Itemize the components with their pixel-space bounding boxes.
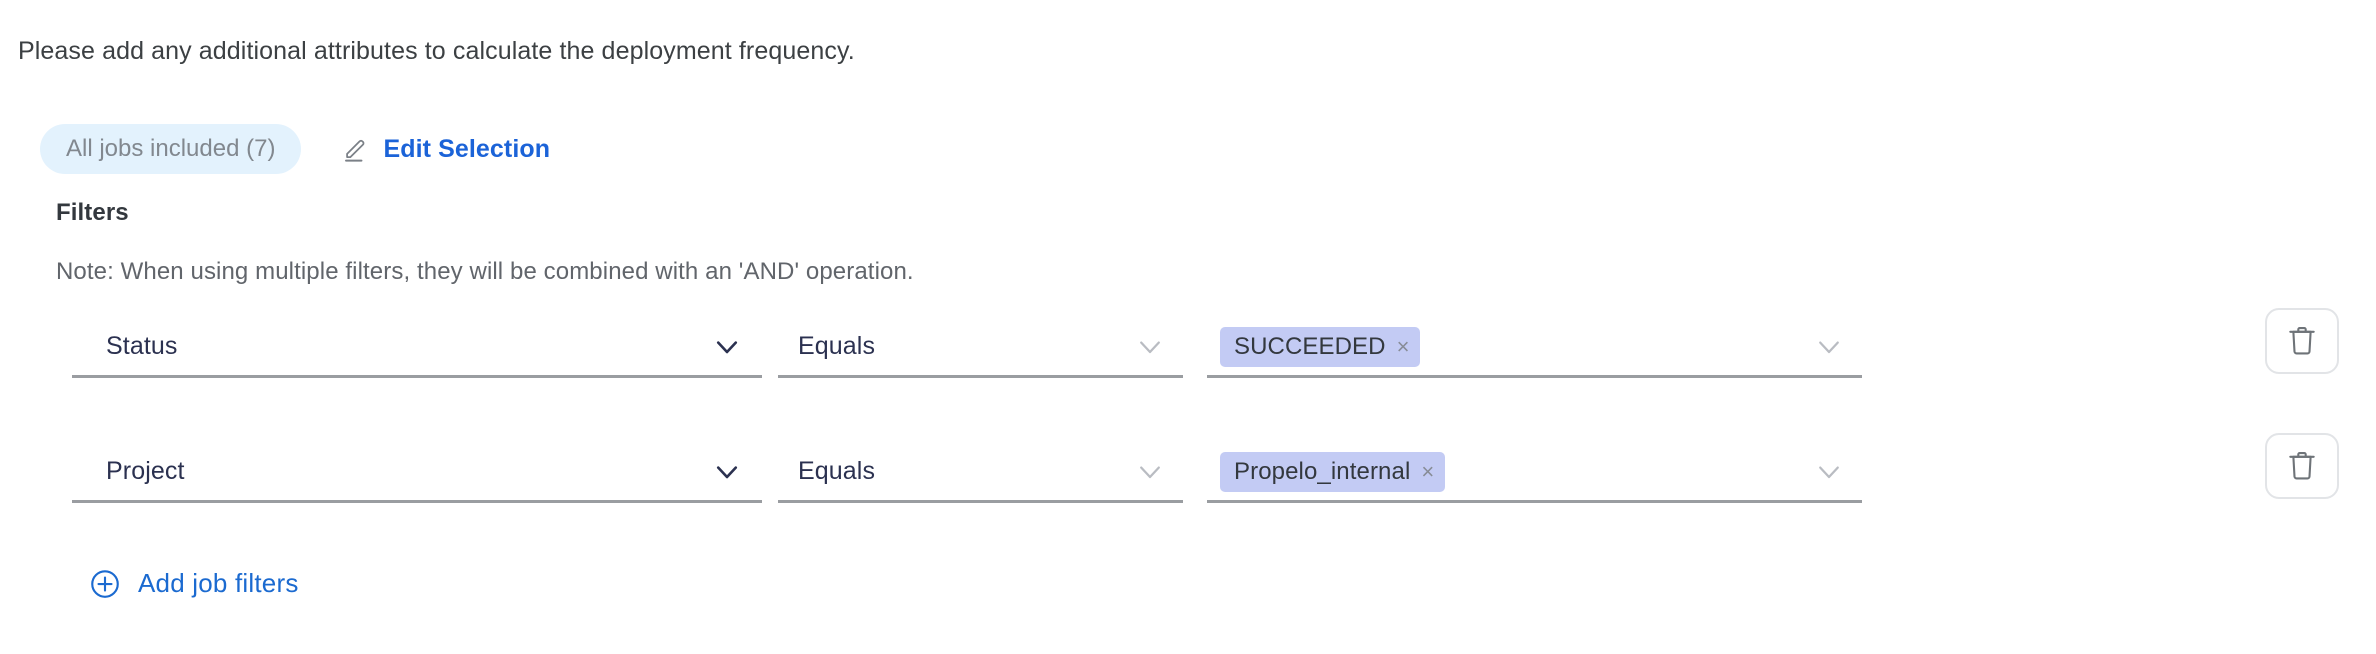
chevron-down-icon [712, 332, 742, 362]
chevron-down-icon [1814, 332, 1844, 362]
trash-icon [2287, 325, 2317, 357]
all-jobs-included-pill: All jobs included (7) [40, 124, 302, 174]
filters-heading: Filters [56, 199, 129, 226]
delete-filter-button[interactable] [2265, 433, 2339, 499]
trash-icon [2287, 450, 2317, 482]
chevron-down-icon [1814, 457, 1844, 487]
filter-operator-select[interactable]: Equals [778, 443, 1183, 503]
filter-attribute-value: Project [106, 457, 185, 485]
edit-selection-link[interactable]: Edit Selection [343, 135, 550, 164]
filter-value-chip-label: Propelo_internal [1234, 457, 1411, 485]
edit-selection-label: Edit Selection [383, 134, 551, 163]
filter-value-chip[interactable]: SUCCEEDED × [1220, 326, 1421, 367]
filter-value-chip-label: SUCCEEDED [1234, 332, 1386, 360]
close-icon[interactable]: × [1396, 333, 1410, 359]
instruction-text: Please add any additional attributes to … [18, 37, 855, 65]
filter-value-chip-list: Propelo_internal × [1220, 451, 1814, 492]
filter-operator-select[interactable]: Equals [778, 318, 1183, 378]
filter-value-chip-list: SUCCEEDED × [1220, 326, 1814, 367]
filter-attribute-select[interactable]: Project [72, 443, 762, 503]
close-icon[interactable]: × [1421, 458, 1435, 484]
pencil-icon [343, 135, 371, 163]
filter-rows: Status Equals SUCCEEDED [0, 308, 2376, 568]
filters-note: Note: When using multiple filters, they … [56, 258, 914, 285]
delete-filter-button[interactable] [2265, 308, 2339, 374]
add-job-filters-button[interactable]: Add job filters [90, 568, 299, 599]
filter-value-chip[interactable]: Propelo_internal × [1220, 451, 1446, 492]
filter-operator-value: Equals [798, 457, 876, 485]
plus-circle-icon [90, 569, 120, 599]
selection-row: All jobs included (7) Edit Selection [40, 122, 550, 176]
filter-row: Status Equals SUCCEEDED [0, 308, 2376, 396]
filter-value-select[interactable]: SUCCEEDED × [1207, 318, 1862, 378]
chevron-down-icon [712, 457, 742, 487]
filter-value-select[interactable]: Propelo_internal × [1207, 443, 1862, 503]
chevron-down-icon [1135, 332, 1165, 362]
add-job-filters-label: Add job filters [138, 568, 299, 598]
filter-operator-value: Equals [798, 332, 876, 360]
filter-attribute-value: Status [106, 332, 178, 360]
filter-row: Project Equals Propelo_i [0, 433, 2376, 521]
chevron-down-icon [1135, 457, 1165, 487]
filter-attribute-select[interactable]: Status [72, 318, 762, 378]
